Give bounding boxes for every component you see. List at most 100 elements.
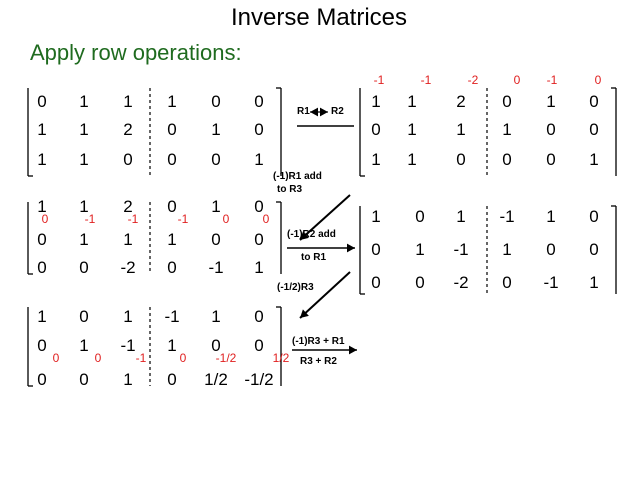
matrix-cell: 0 xyxy=(546,240,556,259)
matrix-cell: 0 xyxy=(415,273,425,292)
matrix-cell: 0 xyxy=(371,240,381,259)
row-annotation: -1 xyxy=(373,73,385,87)
matrix-cell: 1 xyxy=(123,230,133,249)
matrix-cell: -1 xyxy=(120,336,136,355)
matrix-cell: 1 xyxy=(123,370,133,389)
matrix-cell: -1/2 xyxy=(244,370,274,389)
matrix-cell: 0 xyxy=(415,207,425,226)
matrix-cell: 0 xyxy=(254,230,264,249)
row-annotation: -1 xyxy=(546,73,558,87)
row-annotation: -2 xyxy=(467,73,479,87)
matrix-cell: 0 xyxy=(167,370,177,389)
matrix-cell: 1 xyxy=(415,240,425,259)
row-annotation: 1/2 xyxy=(272,351,290,365)
matrix-cell: 1 xyxy=(254,258,264,277)
matrix-cell: 0 xyxy=(546,120,556,139)
matrix-cell: 0 xyxy=(167,150,177,169)
matrix-cell: 0 xyxy=(37,230,47,249)
row-annotation: 0 xyxy=(262,212,270,226)
row-annotation: -1 xyxy=(135,351,147,365)
matrix-cell: 1 xyxy=(37,307,47,326)
matrix-cell: 0 xyxy=(79,258,89,277)
matrix-cell: 1 xyxy=(123,92,133,111)
matrix-cell: 0 xyxy=(589,240,599,259)
matrix-cell: 0 xyxy=(167,258,177,277)
matrix-cell: 1 xyxy=(167,92,177,111)
matrix-cell: 1 xyxy=(371,207,381,226)
row-annotation: -1 xyxy=(177,212,189,226)
matrix-cell: 0 xyxy=(37,336,47,355)
page-title: Inverse Matrices xyxy=(230,4,408,31)
row-annotation: -1 xyxy=(420,73,432,87)
matrix-cell: 1 xyxy=(167,336,177,355)
op-1-line-b: to R3 xyxy=(277,184,302,195)
matrix-cell: 0 xyxy=(254,197,264,216)
matrix-cell: 0 xyxy=(167,197,177,216)
op-4-line-b: R3 + R2 xyxy=(300,356,337,367)
matrix-cell: 1 xyxy=(211,197,221,216)
matrix-cell: 1 xyxy=(123,307,133,326)
matrix-cell: 0 xyxy=(79,307,89,326)
matrix-cell: 0 xyxy=(254,92,264,111)
matrix-cell: 0 xyxy=(589,120,599,139)
matrix-cell: 0 xyxy=(254,307,264,326)
matrix-cell: -2 xyxy=(120,258,136,277)
matrix-cell: 1 xyxy=(502,120,512,139)
matrix-cell: 0 xyxy=(211,92,221,111)
arrow-op1-head xyxy=(300,231,309,240)
matrix-cell: 1 xyxy=(211,120,221,139)
matrix-cell: 1 xyxy=(456,207,466,226)
op-4-line-a: (-1)R3 + R1 xyxy=(292,336,345,347)
matrix-cell: 0 xyxy=(589,207,599,226)
matrix-cell: 1 xyxy=(589,150,599,169)
matrix-cell: 0 xyxy=(502,92,512,111)
matrix-cell: 1/2 xyxy=(204,370,228,389)
matrix-cell: 1 xyxy=(254,150,264,169)
matrix-cell: 1 xyxy=(79,197,89,216)
matrix-cell: 0 xyxy=(211,336,221,355)
matrix-cell: 1 xyxy=(37,120,47,139)
row-annotation: 0 xyxy=(513,73,521,87)
matrix-cell: -1 xyxy=(164,307,180,326)
op-2-line-a: (-1)R2 add xyxy=(287,229,336,240)
arrow-op3 xyxy=(299,271,351,319)
row-annotation: 0 xyxy=(222,212,230,226)
matrix-cell: 0 xyxy=(371,273,381,292)
matrix-cell: 1 xyxy=(456,120,466,139)
matrix-cell: 0 xyxy=(456,150,466,169)
matrix-cell: 1 xyxy=(79,120,89,139)
arrow-op3-head xyxy=(300,309,309,318)
matrix-cell: 1 xyxy=(546,92,556,111)
op-swap-right: R2 xyxy=(331,106,344,117)
matrix-cell: 1 xyxy=(211,307,221,326)
arrow-op2-head xyxy=(347,243,355,253)
matrix-cell: 0 xyxy=(254,336,264,355)
matrix-cell: 1 xyxy=(37,150,47,169)
row-annotation: 0 xyxy=(594,73,602,87)
row-annotation: 0 xyxy=(94,351,102,365)
matrix-cell: 1 xyxy=(79,150,89,169)
matrix-cell: -1 xyxy=(499,207,515,226)
matrix-cell: 1 xyxy=(37,197,47,216)
matrix-cell: 1 xyxy=(79,336,89,355)
matrix-cell: 1 xyxy=(79,230,89,249)
matrix-cell: 2 xyxy=(456,92,466,111)
matrix-cell: -1 xyxy=(543,273,559,292)
swap-arrow-left-head xyxy=(310,107,318,117)
matrix-cell: 1 xyxy=(167,230,177,249)
matrix-cell: -1 xyxy=(208,258,224,277)
matrix-cell: 0 xyxy=(589,92,599,111)
arrow-op1 xyxy=(299,194,351,241)
op-2-line-b: to R1 xyxy=(301,252,326,263)
op-swap-left: R1 xyxy=(297,106,310,117)
matrix-cell: 1 xyxy=(502,240,512,259)
subtitle: Apply row operations: xyxy=(30,40,242,65)
matrix-cell: 0 xyxy=(79,370,89,389)
matrix-cell: -1 xyxy=(453,240,469,259)
matrix-cell: 1 xyxy=(407,92,417,111)
matrix-cell: 0 xyxy=(211,150,221,169)
matrix-cell: 1 xyxy=(79,92,89,111)
row-annotation: -1 xyxy=(84,212,96,226)
matrix-cell: 1 xyxy=(407,120,417,139)
